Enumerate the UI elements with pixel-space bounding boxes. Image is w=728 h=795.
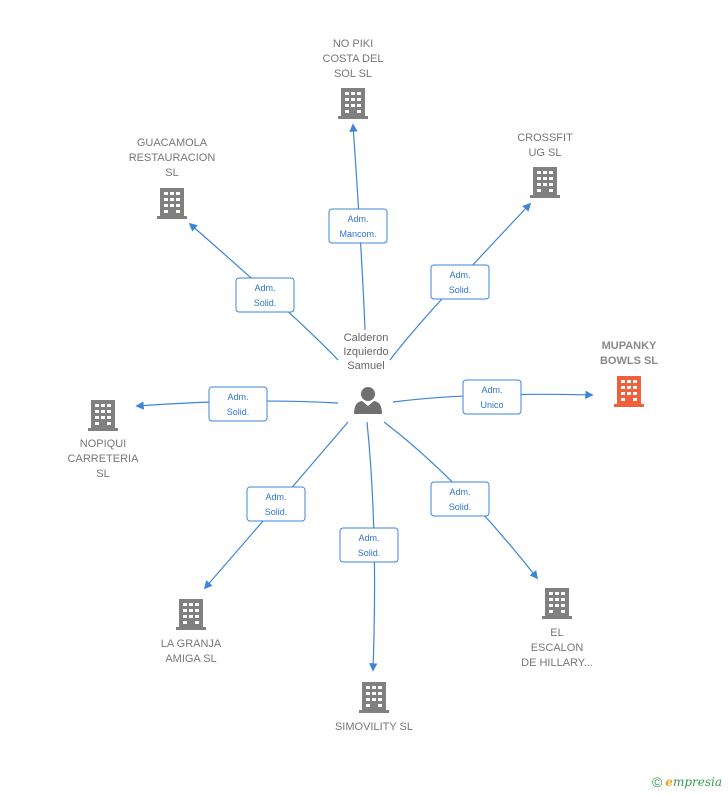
person-name: Samuel	[347, 360, 384, 372]
building-icon	[530, 167, 560, 198]
role-badge-la-granja[interactable]: Adm. Solid.	[246, 486, 306, 522]
company-label-nopiqui: SL	[96, 468, 109, 480]
role-text: Adm.	[449, 270, 470, 280]
company-label-mupanky: MUPANKY	[602, 340, 657, 352]
role-badge-box	[328, 208, 388, 244]
role-text: Adm.	[347, 214, 368, 224]
role-text: Solid.	[227, 407, 250, 417]
company-label-no-piki: NO PIKI	[333, 38, 373, 50]
edge-crossfit	[389, 202, 532, 361]
person-name: Calderon	[344, 332, 389, 344]
building-icon	[157, 188, 187, 219]
person-icon	[354, 387, 382, 414]
company-label-la-granja: LA GRANJA	[161, 638, 222, 650]
role-badge-mupanky[interactable]: Adm. Unico	[462, 379, 522, 415]
role-badge-box	[208, 386, 268, 422]
role-badge-box	[462, 379, 522, 415]
role-text: Solid.	[254, 298, 277, 308]
company-node-guacamola[interactable]: GUACAMOLA RESTAURACION SL	[129, 137, 216, 219]
role-text: Unico	[480, 400, 503, 410]
company-label-crossfit: UG SL	[528, 147, 561, 159]
company-node-no-piki[interactable]: NO PIKI COSTA DEL SOL SL	[323, 38, 384, 119]
person-name: Izquierdo	[343, 346, 388, 358]
company-node-nopiqui[interactable]: NOPIQUI CARRETERIA SL	[68, 400, 140, 480]
role-badge-box	[430, 264, 490, 300]
building-icon	[614, 376, 644, 407]
role-badge-box	[339, 527, 399, 563]
role-text: Adm.	[481, 385, 502, 395]
role-text: Adm.	[449, 487, 470, 497]
role-badge-no-piki[interactable]: Adm. Mancom.	[328, 208, 388, 244]
company-label-simovility: SIMOVILITY SL	[335, 721, 413, 733]
building-icon	[338, 88, 368, 119]
footer-credit: ©empresia	[652, 774, 722, 790]
company-label-el-escalon: DE HILLARY...	[521, 657, 593, 669]
role-badge-box	[246, 486, 306, 522]
brand-logo[interactable]: empresia	[665, 775, 722, 789]
role-badge-guacamola[interactable]: Adm. Solid.	[235, 277, 295, 313]
role-text: Adm.	[227, 392, 248, 402]
company-label-no-piki: SOL SL	[334, 68, 372, 80]
role-text: Adm.	[265, 492, 286, 502]
role-text: Solid.	[265, 507, 288, 517]
role-badge-simovility[interactable]: Adm. Solid.	[339, 527, 399, 563]
building-icon	[359, 682, 389, 713]
role-badge-box	[235, 277, 295, 313]
company-label-la-granja: AMIGA SL	[165, 653, 216, 665]
role-text: Adm.	[254, 283, 275, 293]
company-node-mupanky[interactable]: MUPANKY BOWLS SL	[600, 340, 658, 407]
role-text: Solid.	[449, 285, 472, 295]
role-text: Solid.	[449, 502, 472, 512]
company-label-mupanky: BOWLS SL	[600, 355, 658, 367]
company-label-guacamola: RESTAURACION	[129, 152, 216, 164]
company-label-el-escalon: ESCALON	[531, 642, 584, 654]
company-node-simovility[interactable]: SIMOVILITY SL	[335, 682, 413, 733]
role-badge-el-escalon[interactable]: Adm. Solid.	[430, 481, 490, 517]
company-label-el-escalon: EL	[550, 627, 563, 639]
role-text: Adm.	[358, 533, 379, 543]
company-label-nopiqui: NOPIQUI	[80, 438, 126, 450]
company-node-crossfit[interactable]: CROSSFIT UG SL	[517, 132, 573, 198]
building-icon	[88, 400, 118, 431]
company-label-crossfit: CROSSFIT	[517, 132, 573, 144]
company-label-nopiqui: CARRETERIA	[68, 453, 140, 465]
copyright-icon: ©	[651, 774, 663, 790]
company-label-no-piki: COSTA DEL	[323, 53, 384, 65]
role-badge-crossfit[interactable]: Adm. Solid.	[430, 264, 490, 300]
role-badge-box	[430, 481, 490, 517]
role-text: Mancom.	[339, 229, 376, 239]
building-icon	[176, 599, 206, 630]
role-badge-nopiqui[interactable]: Adm. Solid.	[208, 386, 268, 422]
company-node-el-escalon[interactable]: EL ESCALON DE HILLARY...	[521, 588, 593, 669]
building-icon	[542, 588, 572, 619]
company-node-la-granja[interactable]: LA GRANJA AMIGA SL	[161, 599, 222, 665]
company-label-guacamola: GUACAMOLA	[137, 137, 208, 149]
company-label-guacamola: SL	[165, 167, 178, 179]
role-text: Solid.	[358, 548, 381, 558]
